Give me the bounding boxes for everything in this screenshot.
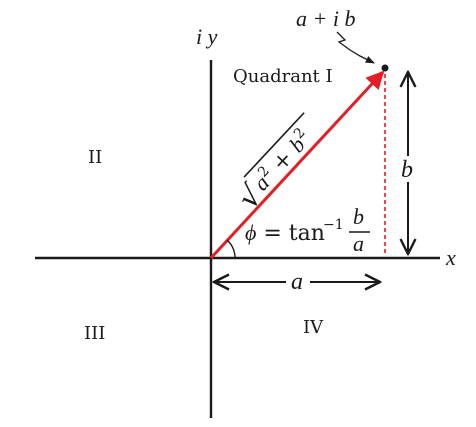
angle-exponent: −1 xyxy=(323,217,344,233)
modulus-label: √ a2 + b2 xyxy=(231,112,310,216)
quadrant-2-label: II xyxy=(88,147,102,168)
modulus-vinculum xyxy=(243,112,305,178)
angle-eq-tan: = tan xyxy=(256,221,325,246)
angle-formula-left: ϕ = tan xyxy=(245,220,325,246)
quadrant-3-label: III xyxy=(84,323,105,344)
dimension-b-label: b xyxy=(401,157,413,183)
angle-arc xyxy=(226,239,236,259)
quadrant-4-label: IV xyxy=(303,317,324,338)
dimension-a-label-gap xyxy=(286,268,310,294)
y-axis-label: i y xyxy=(196,24,218,49)
dimension-b-label-gap xyxy=(396,156,420,182)
quadrant-1-label: Quadrant I xyxy=(233,66,333,87)
x-axis-label: x xyxy=(445,245,456,270)
point-label: a + i b xyxy=(296,6,355,31)
vector-arrow xyxy=(209,70,385,260)
dimension-a-label: a xyxy=(291,269,303,295)
point-pointer xyxy=(336,31,375,64)
angle-phi: ϕ xyxy=(245,220,256,245)
angle-denominator: a xyxy=(353,231,364,256)
point-dot xyxy=(381,64,389,72)
angle-numerator: b xyxy=(353,204,364,229)
angle-formula: ϕ = tan −1 b a xyxy=(245,204,370,256)
